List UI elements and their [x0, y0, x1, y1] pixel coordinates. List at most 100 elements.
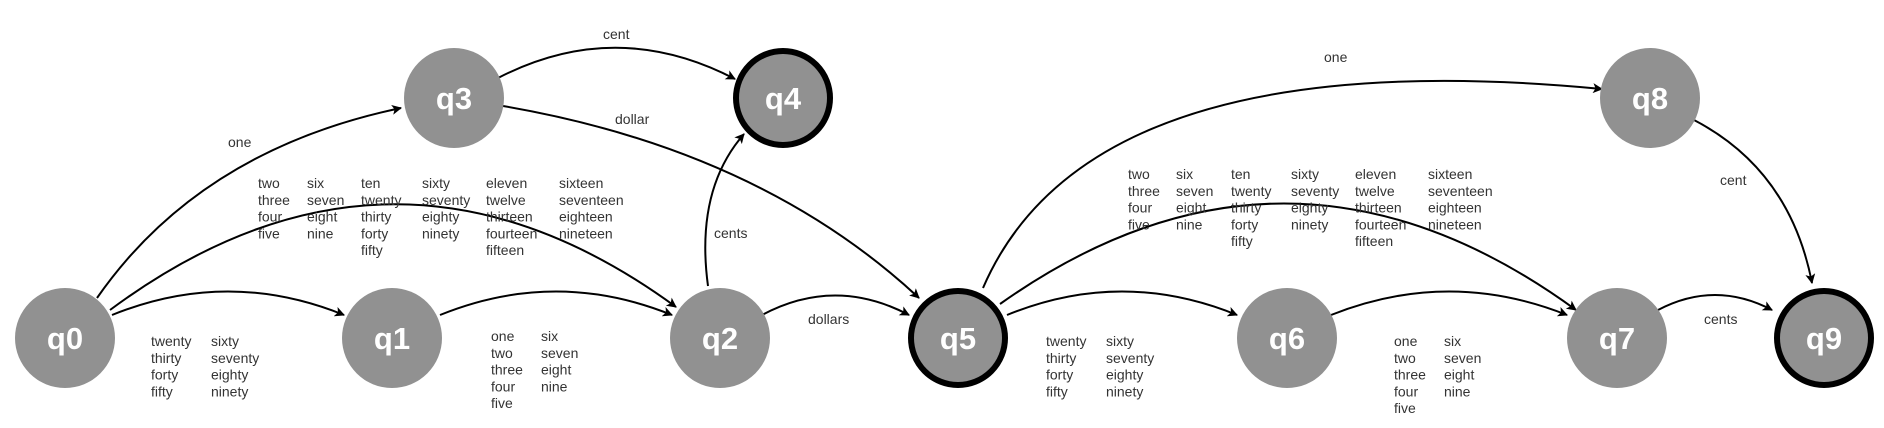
- accepting-state-circle: [733, 48, 833, 148]
- edge-q7-q9: [1657, 294, 1773, 311]
- edge-label-word: nine: [307, 225, 334, 241]
- state-q9: q9: [1774, 288, 1874, 388]
- state-q8: q8: [1600, 48, 1700, 148]
- edge-label-word: thirty: [1046, 350, 1076, 366]
- edge-label-word: seventy: [1106, 350, 1154, 366]
- edge-label-word: seventeen: [559, 192, 624, 208]
- edge-label-word: one: [1324, 49, 1348, 65]
- edge-label-word: seven: [307, 192, 344, 208]
- edge-label-word: forty: [151, 367, 178, 383]
- edge-label-word: fifty: [361, 242, 383, 258]
- edge-label-q5-q6: twentythirtyfortyfiftysixtyseventyeighty…: [1046, 333, 1154, 399]
- edge-label-word: eighteen: [559, 209, 613, 225]
- edge-label-word: seven: [541, 345, 578, 361]
- edge-q2-q5: [761, 294, 910, 316]
- edge-label-word: four: [258, 209, 282, 225]
- edge-label-word: dollars: [808, 311, 849, 327]
- edge-q2-q4: [704, 133, 745, 287]
- edge-label-word: five: [1128, 216, 1150, 232]
- edge-label-q7-q9: cents: [1704, 311, 1737, 327]
- edge-label-word: eighty: [1291, 200, 1328, 216]
- edge-label-word: twenty: [361, 192, 401, 208]
- edge-label-word: twelve: [486, 192, 526, 208]
- edge-label-q2-q4: cents: [714, 225, 747, 241]
- state-label: q1: [374, 321, 410, 356]
- edge-label-word: sixty: [1106, 333, 1134, 349]
- edge-label-word: two: [1394, 350, 1416, 366]
- state-q2: q2: [670, 288, 770, 388]
- edge-label-word: eight: [1444, 367, 1474, 383]
- state-label: q2: [702, 321, 738, 356]
- state-label: q4: [765, 81, 802, 116]
- edge-label-word: ninety: [1106, 383, 1143, 399]
- state-q3: q3: [404, 48, 504, 148]
- edge-label-word: thirty: [361, 209, 391, 225]
- edge-labels: onetwothreefourfivesixseveneightninetent…: [151, 26, 1747, 416]
- edge-label-word: seventy: [1291, 183, 1339, 199]
- edge-label-word: fifteen: [1355, 233, 1393, 249]
- edge-label-word: seventeen: [1428, 183, 1493, 199]
- state-label: q5: [940, 321, 976, 356]
- edge-label-word: sixteen: [559, 175, 603, 191]
- state-q5: q5: [908, 288, 1008, 388]
- edge-label-word: nine: [541, 378, 568, 394]
- edge-label-word: three: [1128, 183, 1160, 199]
- edge-label-word: nineteen: [559, 225, 613, 241]
- edge-label-word: one: [228, 134, 252, 150]
- state-q7: q7: [1567, 288, 1667, 388]
- edge-label-word: cents: [1704, 311, 1737, 327]
- state-circle: [1567, 288, 1667, 388]
- edge-q6-q7: [1330, 290, 1568, 317]
- edge-label-q2-q5: dollars: [808, 311, 849, 327]
- edge-label-word: fourteen: [1355, 216, 1406, 232]
- edge-label-word: cents: [714, 225, 747, 241]
- edge-label-word: twenty: [1046, 333, 1086, 349]
- edge-label-word: thirty: [151, 350, 181, 366]
- edge-label-word: ninety: [1291, 216, 1328, 232]
- edge-label-word: two: [491, 345, 513, 361]
- edge-label-word: eighty: [1106, 367, 1143, 383]
- edge-q3-q4: [497, 46, 736, 80]
- edge-q8-q9: [1693, 119, 1816, 284]
- edge-label-word: eleven: [486, 175, 527, 191]
- edge-label-q3-q4: cent: [603, 26, 630, 42]
- edge-label-word: eighty: [211, 367, 248, 383]
- edge-label-word: nine: [1176, 216, 1203, 232]
- edge-q1-q2: [439, 290, 673, 317]
- accepting-state-circle: [908, 288, 1008, 388]
- edge-label-word: four: [491, 378, 515, 394]
- edge-label-word: eight: [1176, 200, 1206, 216]
- edge-label-word: nine: [1444, 383, 1471, 399]
- edge-label-word: five: [258, 225, 280, 241]
- edge-q0-q1: [111, 290, 345, 317]
- edge-label-word: six: [307, 175, 324, 191]
- edge-label-q0-q1: twentythirtyfortyfiftysixtyseventyeighty…: [151, 333, 259, 399]
- edge-label-word: seventy: [211, 350, 259, 366]
- edges: [96, 46, 1816, 317]
- edge-label-word: six: [541, 328, 558, 344]
- state-circle: [342, 288, 442, 388]
- edge-label-q8-q9: cent: [1720, 172, 1747, 188]
- edge-label-word: five: [1394, 400, 1416, 416]
- edge-label-word: eighty: [422, 209, 459, 225]
- edge-label-word: six: [1176, 166, 1193, 182]
- state-q0: q0: [15, 288, 115, 388]
- edge-label-word: seventy: [422, 192, 470, 208]
- edge-label-word: fifty: [1231, 233, 1253, 249]
- edge-q5-q7: [999, 202, 1577, 311]
- state-label: q9: [1806, 321, 1842, 356]
- edge-label-word: two: [1128, 166, 1150, 182]
- state-q1: q1: [342, 288, 442, 388]
- edge-label-word: ten: [1231, 166, 1250, 182]
- state-circle: [1237, 288, 1337, 388]
- edge-label-word: twenty: [1231, 183, 1271, 199]
- edge-q5-q6: [1006, 290, 1238, 317]
- edge-label-q0-q2: twothreefourfivesixseveneightninetentwen…: [258, 175, 624, 258]
- edge-label-word: sixty: [211, 333, 239, 349]
- edge-label-word: ninety: [211, 383, 248, 399]
- edge-label-word: eleven: [1355, 166, 1396, 182]
